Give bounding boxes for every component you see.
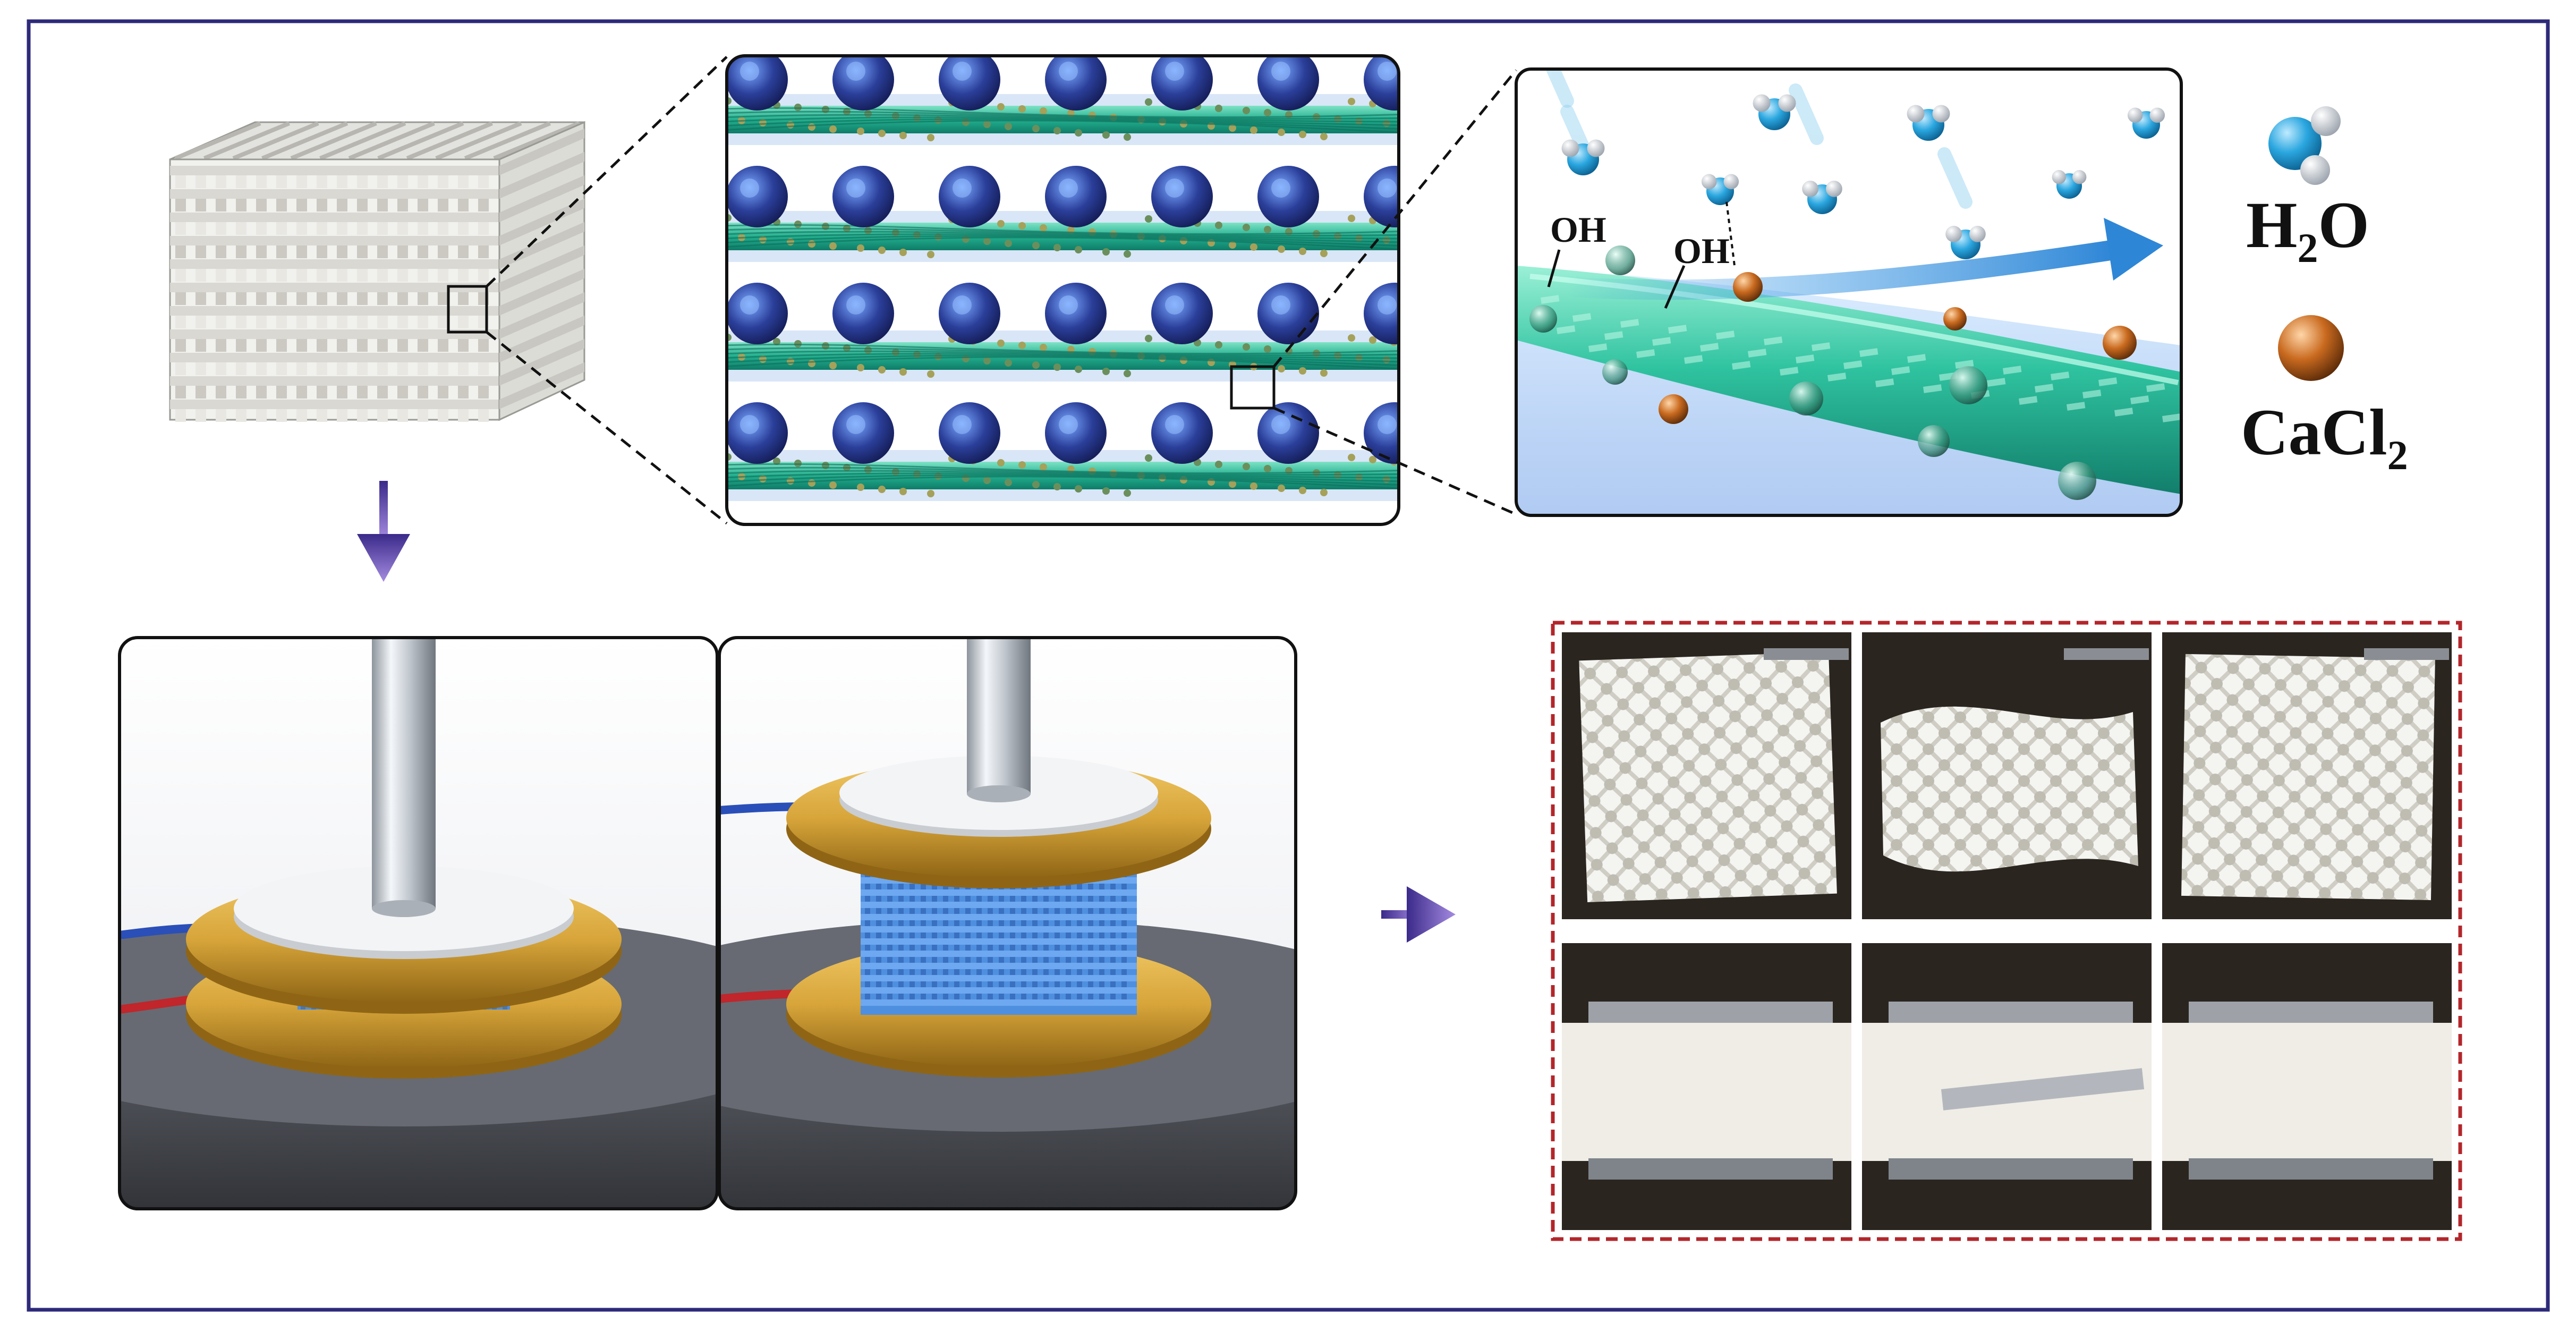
right-arrow bbox=[1381, 886, 1456, 943]
lattice-cube-icon bbox=[169, 121, 585, 422]
photo-cell bbox=[1862, 943, 2152, 1230]
flow-arrowhead bbox=[2104, 218, 2163, 281]
compression-panel-2 bbox=[718, 636, 1297, 1210]
photo-cell bbox=[1562, 943, 1851, 1230]
water-label: H2O bbox=[2246, 189, 2369, 271]
zoom-square bbox=[447, 285, 488, 334]
flow-arrow bbox=[1557, 240, 2124, 300]
salt-label: CaCl2 bbox=[2241, 396, 2408, 478]
zoom-square bbox=[1230, 365, 1276, 410]
photo-grid bbox=[1551, 621, 2462, 1241]
compression-panel-1 bbox=[118, 636, 719, 1210]
zoom-line bbox=[486, 56, 728, 287]
photo-cell bbox=[2162, 943, 2452, 1230]
oh-label: OH bbox=[1550, 209, 1606, 250]
zoom-line bbox=[1273, 69, 1517, 368]
legend: H2O CaCl2 bbox=[2241, 106, 2408, 478]
photo-cell bbox=[1562, 632, 1851, 919]
zoom-line bbox=[486, 331, 728, 524]
water-molecule-icon bbox=[2268, 106, 2341, 185]
down-arrow bbox=[357, 481, 410, 582]
outer-frame bbox=[27, 19, 2550, 1312]
fiber bbox=[1516, 266, 2181, 494]
moisture-transport-panel: OH OH bbox=[1515, 67, 2183, 517]
salt-sphere-icon bbox=[2278, 315, 2344, 381]
oh-label: OH bbox=[1673, 231, 1730, 271]
photo-cell bbox=[2162, 632, 2452, 919]
photo-cell bbox=[1862, 632, 2152, 919]
fiber-network-panel bbox=[725, 54, 1400, 526]
zoom-line bbox=[1273, 406, 1517, 516]
